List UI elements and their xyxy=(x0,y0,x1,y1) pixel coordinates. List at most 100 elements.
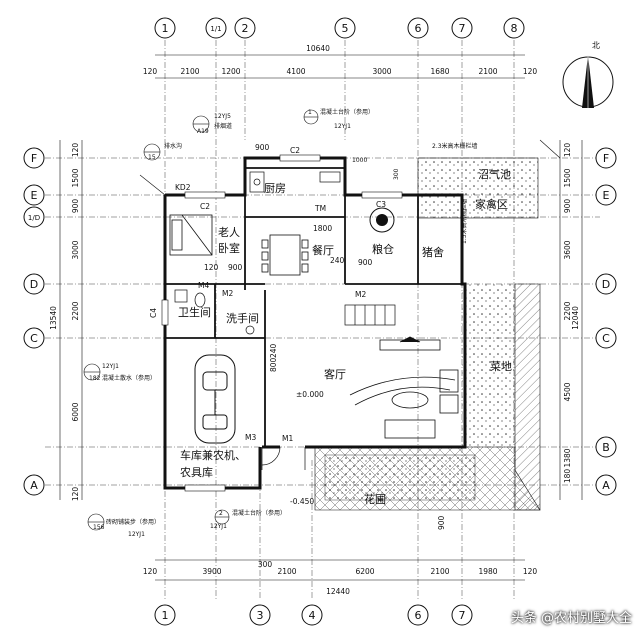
toilet-icon xyxy=(174,289,255,335)
svg-text:A19: A19 xyxy=(197,128,209,135)
axis-col-label: 7 xyxy=(459,22,466,35)
dim-label: 120 xyxy=(143,567,158,576)
dim-label: 240 xyxy=(330,256,345,265)
door-tag: TM xyxy=(314,204,326,213)
sofa-icon xyxy=(349,369,459,439)
room-dining: 餐厅 xyxy=(312,243,334,257)
dim-label: 800 xyxy=(269,357,278,372)
axis-row-label: C xyxy=(30,332,38,345)
axis-col-label: 6 xyxy=(415,22,422,35)
axis-col-label: 4 xyxy=(309,609,316,622)
granary-bin-icon xyxy=(369,207,395,233)
kitchen-counter-icon xyxy=(249,171,341,193)
dim-label: 240 xyxy=(269,343,278,358)
dim-label: 300 xyxy=(258,560,273,569)
opening-tag: KD2 xyxy=(175,183,191,192)
axis-row-label: E xyxy=(31,189,38,202)
elevation-exterior: -0.450 xyxy=(290,497,314,506)
room-granary: 粮仓 xyxy=(372,242,394,256)
axis-col-label: 8 xyxy=(511,22,518,35)
svg-text:12YJ1: 12YJ1 xyxy=(102,363,119,370)
dim-label: 3900 xyxy=(202,567,221,576)
dim-label: 3000 xyxy=(71,240,80,259)
axis-col-label: 1 xyxy=(162,609,169,622)
room-biogas: 沼气池 xyxy=(478,167,511,181)
door-tag: M4 xyxy=(198,281,209,290)
north-arrow: 北 xyxy=(562,41,614,108)
dim-label: 900 xyxy=(71,199,80,214)
interior-walls xyxy=(165,167,462,447)
room-kitchen: 厨房 xyxy=(264,182,286,195)
car-icon xyxy=(194,354,236,444)
svg-text:混凝土台阶（参用）: 混凝土台阶（参用） xyxy=(320,108,374,116)
dim-label: 1380 xyxy=(563,448,572,467)
corner-line xyxy=(539,139,561,159)
dim-label: 6200 xyxy=(355,567,374,576)
axis-col-label: 7 xyxy=(459,609,466,622)
axis-row-label: A xyxy=(30,479,38,492)
bed-icon xyxy=(169,214,213,256)
dim-label: 1800 xyxy=(313,224,332,233)
axis-bubbles-bottom: 1 3 4 6 7 xyxy=(154,604,473,626)
axis-col-label: 5 xyxy=(342,22,349,35)
dim-label: 2100 xyxy=(180,67,199,76)
dim-total-bottom: 12440 xyxy=(326,587,350,596)
dim-label: 3600 xyxy=(563,240,572,259)
dim-total-top: 10640 xyxy=(306,44,330,53)
room-bathroom: 卫生间 xyxy=(178,305,211,319)
dim-label: 2100 xyxy=(478,67,497,76)
axis-row-label: 1/D xyxy=(28,214,40,222)
north-label: 北 xyxy=(592,41,600,50)
axis-col-label: 6 xyxy=(415,609,422,622)
svg-text:1.5米高木栅栏墙: 1.5米高木栅栏墙 xyxy=(460,198,468,244)
dim-label: 120 xyxy=(523,567,538,576)
svg-text:12YJ1: 12YJ1 xyxy=(334,123,351,130)
axis-col-label: 2 xyxy=(242,22,249,35)
svg-text:156: 156 xyxy=(93,524,105,531)
axis-row-label: A xyxy=(602,479,610,492)
dim-label: 1500 xyxy=(563,168,572,187)
room-living: 客厅 xyxy=(324,367,346,381)
dim-label: 120 xyxy=(71,487,80,502)
dim-label: 120 xyxy=(143,67,158,76)
dim-label: 900 xyxy=(228,263,243,272)
axis-col-label: 1 xyxy=(162,22,169,35)
dim-label: 900 xyxy=(437,515,446,530)
dims-left: 13540 120 1500 900 3000 2200 6000 120 xyxy=(49,143,80,502)
svg-text:排烟道: 排烟道 xyxy=(214,122,232,130)
svg-text:12YJ5: 12YJ5 xyxy=(214,113,231,120)
dimension-lines xyxy=(59,54,583,581)
svg-text:12YJ1: 12YJ1 xyxy=(210,523,227,530)
dim-label: 120 xyxy=(204,263,219,272)
door-tag: M3 xyxy=(245,433,256,442)
axis-row-label: E xyxy=(603,189,610,202)
dim-label: 180 xyxy=(563,469,572,484)
room-bedroom-line1: 老人 xyxy=(218,226,240,239)
dim-total-left: 13540 xyxy=(49,306,58,330)
dim-label: 2200 xyxy=(563,301,572,320)
dim-label: 900 xyxy=(358,258,373,267)
dim-label: 6000 xyxy=(71,402,80,421)
svg-text:2: 2 xyxy=(219,510,223,517)
dim-label: 2200 xyxy=(71,301,80,320)
axis-row-label: C xyxy=(602,332,610,345)
dim-label: 300 xyxy=(393,168,400,180)
dim-label: 1680 xyxy=(430,67,449,76)
svg-text:砖砌铺装步（参用）: 砖砌铺装步（参用） xyxy=(106,518,160,526)
window-tag: C3 xyxy=(376,200,386,209)
room-vegetable: 菜地 xyxy=(490,360,512,373)
stairs-icon xyxy=(344,304,396,326)
svg-text:2.3米高木栅栏墙: 2.3米高木栅栏墙 xyxy=(432,142,478,150)
axis-row-label: D xyxy=(602,278,610,291)
flower-garden xyxy=(324,454,476,501)
biogas-yard xyxy=(417,157,539,219)
axis-row-label: B xyxy=(602,441,610,454)
dim-label: 120 xyxy=(563,143,572,158)
svg-text:1: 1 xyxy=(308,109,312,116)
dims-right: 12040 120 1500 900 3600 2200 4500 1380 1… xyxy=(563,143,580,484)
dim-label: 900 xyxy=(563,199,572,214)
room-labels: 厨房 老人 卧室 餐厅 粮仓 猪舍 沼气池 家禽区 卫生间 洗手间 客厅 车库兼… xyxy=(178,167,512,506)
svg-text:混凝土散水（参用）: 混凝土散水（参用） xyxy=(102,374,156,382)
door-tag: M2 xyxy=(355,290,366,299)
